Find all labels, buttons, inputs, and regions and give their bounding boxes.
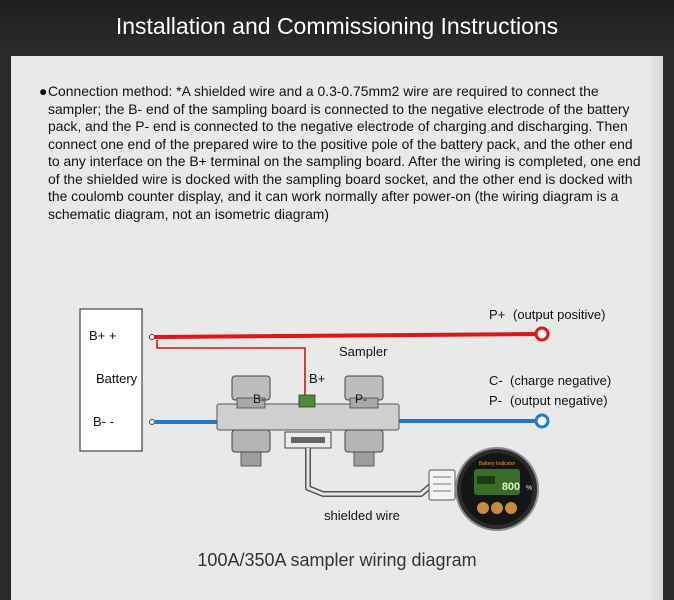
p-minus-label: (output negative)	[510, 393, 608, 408]
p-minus-symbol: P-	[489, 393, 502, 408]
sampler-board	[216, 375, 400, 467]
panel-shade	[649, 56, 663, 600]
sampler-b-minus-label: B-	[253, 392, 265, 406]
shielded-wire-label: shielded wire	[324, 508, 400, 523]
page-title: Installation and Commissioning Instructi…	[115, 13, 559, 39]
display-connector	[428, 469, 456, 501]
battery-minus-label: B- -	[93, 414, 114, 429]
sampler-label: Sampler	[339, 344, 388, 359]
sampler-p-minus-label: P-	[355, 392, 367, 406]
display-brand: Battery Indicator	[479, 461, 516, 467]
instructions-text: Connection method: *A shielded wire and …	[48, 83, 641, 222]
bullet: ●	[39, 83, 48, 99]
p-minus-terminal	[534, 413, 550, 429]
sampler-b-plus-label: B+	[309, 371, 325, 386]
c-minus-symbol: C-	[489, 373, 503, 388]
display-reading: 800	[502, 481, 520, 493]
page-header: Installation and Commissioning Instructi…	[0, 0, 674, 56]
connection-instructions: ● Connection method: *A shielded wire an…	[39, 83, 648, 223]
p-plus-symbol: P+	[489, 307, 505, 322]
battery-box	[79, 308, 143, 452]
positive-branch-wire	[156, 340, 306, 395]
battery-plus-label: B+ +	[89, 328, 116, 343]
battery-minus-terminal	[149, 419, 155, 425]
battery-plus-terminal	[149, 334, 155, 340]
shielded-wire-core	[306, 448, 436, 496]
positive-main-wire	[153, 332, 537, 339]
content-panel: ● Connection method: *A shielded wire an…	[11, 56, 663, 600]
battery-label: Battery	[96, 371, 138, 386]
display-unit: %	[526, 485, 532, 492]
p-plus-terminal	[534, 326, 550, 342]
battery-indicator-display: Battery Indicator 800 %	[455, 447, 539, 531]
diagram-caption: 100A/350A sampler wiring diagram	[197, 550, 477, 570]
p-plus-label: (output positive)	[513, 307, 606, 322]
wiring-diagram: B+ + Battery B- -	[79, 307, 611, 531]
c-minus-label: (charge negative)	[510, 373, 611, 388]
